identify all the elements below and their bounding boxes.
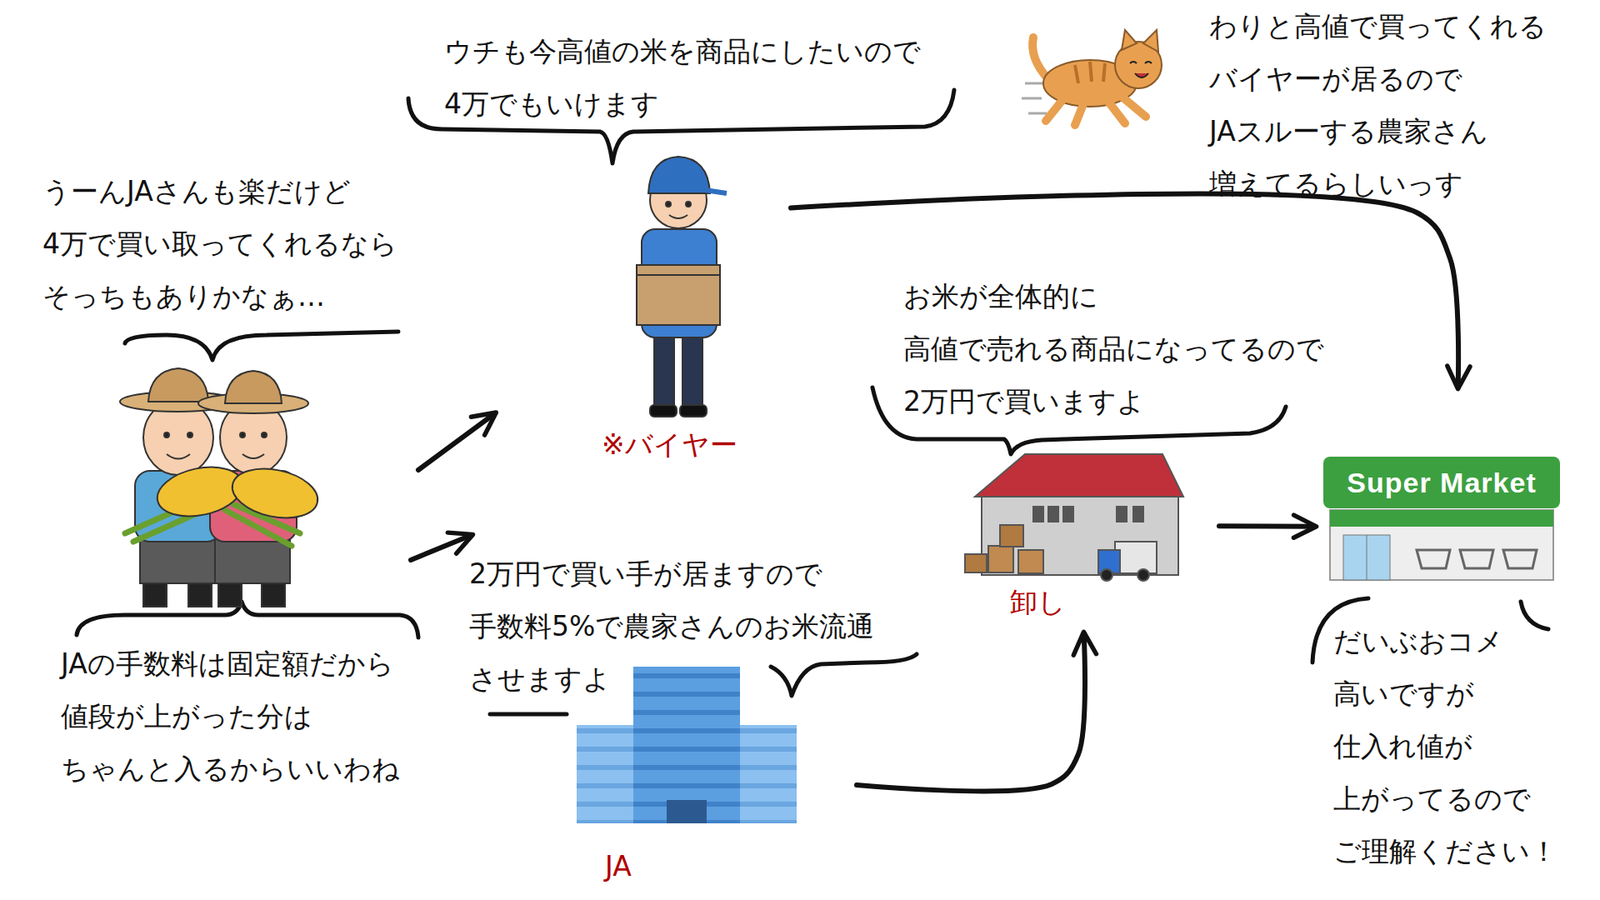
warehouse-illustration	[965, 454, 1184, 581]
sign-text: Super Market	[1323, 457, 1560, 508]
farmers-node: うーんJAさんも楽だけど 4万で買い取ってくれるなら そっちもありかなぁ…JAの…	[122, 362, 373, 613]
flow-arrow	[418, 413, 495, 470]
name-label: JA	[605, 840, 680, 893]
name-label: だいぶおコメ 高いですが 仕入れ値が 上がってるので ご理解ください！	[1333, 615, 1584, 878]
speech-text: お米が全体的に 高値で売れる商品になってるので 2万円で買いますよ	[903, 270, 1354, 428]
wholesaler-node: お米が全体的に 高値で売れる商品になってるので 2万円で買いますよ卸し	[959, 449, 1184, 582]
supermarket-illustration	[1323, 456, 1560, 580]
speech-text: うーんJAさんも楽だけど 4万で買い取ってくれるなら そっちもありかなぁ…	[42, 165, 435, 323]
cat-illustration	[1021, 30, 1162, 125]
name-label: 卸し	[1010, 575, 1102, 629]
note-text: わりと高値で買ってくれる バイヤーが居るので JAスルーする農家さん 増えてるら…	[1209, 0, 1576, 210]
flow-arrow	[1219, 523, 1315, 530]
name-label: ※バイヤー	[601, 418, 785, 471]
speech-text: 2万円で買い手が居ますので 手数料5%で農家さんのお米流通 させますよ	[469, 547, 895, 705]
farmers-illustration	[120, 368, 323, 607]
name-label: JAの手数料は固定額だから 値段が上がった分は ちゃんと入るからいいわね	[60, 637, 436, 795]
buyer-illustration	[636, 156, 727, 417]
supermarket-node: Super Marketだいぶおコメ 高いですが 仕入れ値が 上がってるので ご…	[1321, 454, 1561, 584]
buyer-node: ウチも今高値の米を商品にしたいので 4万でもいけます※バイヤー	[627, 142, 730, 418]
speech-text: ウチも今高値の米を商品にしたいので 4万でもいけます	[444, 25, 953, 130]
flow-arrow	[856, 633, 1085, 791]
flow-arrow	[410, 535, 472, 560]
ja-node: 2万円で買い手が居ますので 手数料5%で農家さんのお米流通 させますよJA	[571, 663, 801, 827]
